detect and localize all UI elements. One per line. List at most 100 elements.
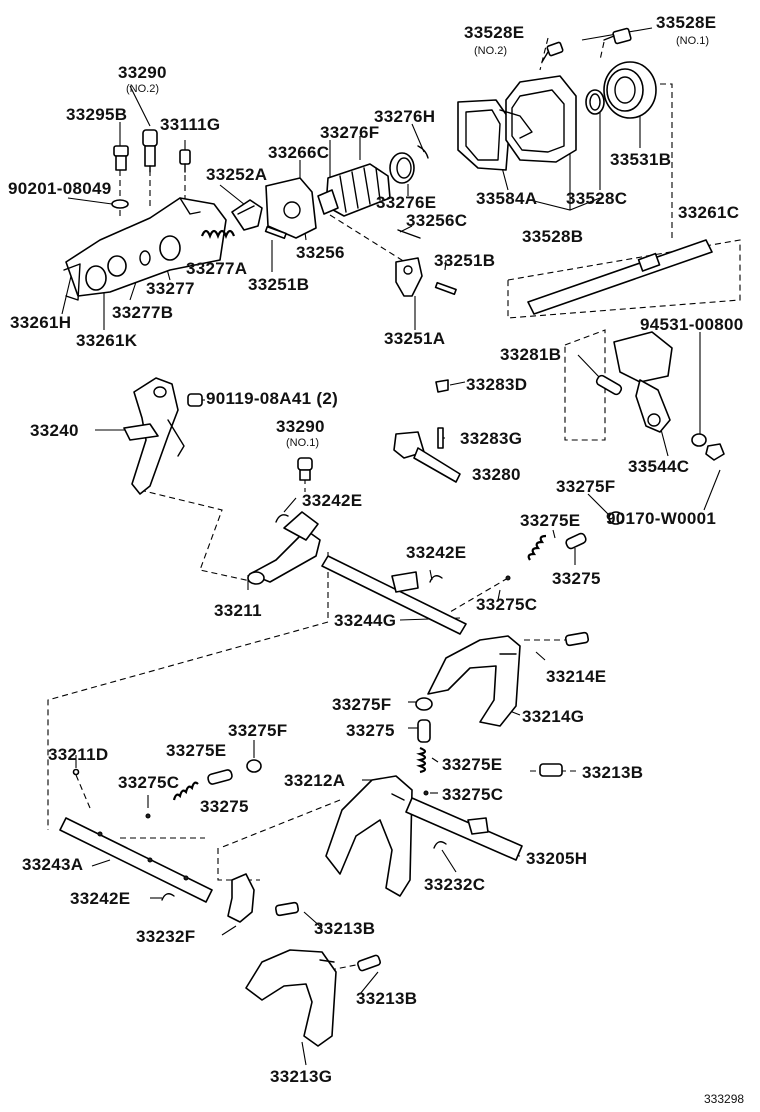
label-33251a: 33251A bbox=[384, 329, 445, 348]
label-33261h: 33261H bbox=[10, 313, 71, 332]
label-33275c-b: 33275C bbox=[118, 773, 179, 792]
diagram-code: 333298 bbox=[704, 1092, 744, 1106]
label-33261c: 33261C bbox=[678, 203, 739, 222]
ball-33275c-a bbox=[505, 575, 511, 581]
plug-33275f-a bbox=[608, 511, 624, 525]
label-33277: 33277 bbox=[146, 279, 195, 298]
clip-33232c bbox=[433, 841, 447, 849]
label-33528b: 33528B bbox=[522, 227, 583, 246]
bolt-33213b-b bbox=[274, 901, 300, 917]
label-33256c: 33256C bbox=[406, 211, 467, 230]
shift-fork-33212a bbox=[325, 775, 413, 897]
bolt-33528e-no1 bbox=[603, 27, 632, 45]
leader-lines bbox=[47, 27, 741, 1066]
label-33232f: 33232F bbox=[136, 927, 195, 946]
label-33214g: 33214G bbox=[522, 707, 584, 726]
label-33240: 33240 bbox=[30, 421, 79, 440]
bushing-33256 bbox=[317, 189, 339, 215]
spring-33277a bbox=[200, 229, 236, 239]
label-33243a: 33243A bbox=[22, 855, 83, 874]
ball-33275c-b bbox=[423, 790, 429, 796]
label-33277a: 33277A bbox=[186, 259, 247, 278]
label-33283d: 33283D bbox=[466, 375, 527, 394]
label-33213b-b: 33213B bbox=[314, 919, 375, 938]
label-33275c-a: 33275C bbox=[476, 595, 537, 614]
label-33242e-a: 33242E bbox=[302, 491, 362, 510]
release-bearing-33531b bbox=[603, 61, 657, 119]
pin-33281b bbox=[595, 374, 623, 396]
pin-33251b-b bbox=[434, 281, 457, 296]
bearing-retainer-33584a bbox=[457, 99, 511, 171]
bolt-90119-08a41 bbox=[187, 393, 203, 407]
label-33275-c: 33275 bbox=[200, 797, 249, 816]
clip-33276h bbox=[417, 145, 429, 159]
label-33251b-a: 33251B bbox=[434, 251, 495, 270]
oil-seal-33528c bbox=[585, 89, 605, 115]
label-33531b: 33531B bbox=[610, 150, 671, 169]
note-33528e-no1: (NO.1) bbox=[676, 35, 709, 47]
label-33256: 33256 bbox=[296, 243, 345, 262]
label-33211: 33211 bbox=[214, 601, 262, 620]
label-33111g: 33111G bbox=[160, 115, 220, 134]
label-33281b: 33281B bbox=[500, 345, 561, 364]
shift-fork-33213g bbox=[245, 949, 337, 1047]
bolt-33295b bbox=[113, 145, 129, 171]
ball-33275c-c bbox=[145, 813, 151, 819]
label-33528c: 33528C bbox=[566, 189, 627, 208]
label-33275f-a: 33275F bbox=[556, 477, 615, 496]
shift-head-33211 bbox=[247, 511, 321, 585]
ball-assembly-33252a bbox=[231, 199, 263, 231]
label-33275-a: 33275 bbox=[552, 569, 601, 588]
pin-33251b-a bbox=[264, 225, 287, 240]
label-94531-00800: 94531-00800 bbox=[640, 315, 744, 334]
label-33275f-c: 33275F bbox=[228, 721, 287, 740]
spring-33275e-b bbox=[416, 746, 427, 774]
washer-94531-00800 bbox=[691, 433, 707, 447]
label-33275-b: 33275 bbox=[346, 721, 395, 740]
shift-shaft-33244g bbox=[321, 555, 467, 635]
bolt-33528e-no2 bbox=[541, 41, 564, 63]
switch-33290-no2 bbox=[142, 129, 158, 173]
label-33276e: 33276E bbox=[376, 193, 436, 212]
label-33277b: 33277B bbox=[112, 303, 173, 322]
spring-33275e-a bbox=[527, 534, 547, 561]
label-33213b-c: 33213B bbox=[356, 989, 417, 1008]
ball-33211d bbox=[72, 768, 80, 776]
shift-shaft-33243a bbox=[59, 817, 213, 903]
spring-33275e-c bbox=[172, 781, 199, 801]
label-33290-no2: 33290 bbox=[118, 63, 167, 82]
label-90201-08049: 90201-08049 bbox=[8, 179, 112, 198]
housing-33266c bbox=[265, 177, 317, 239]
pin-33256c bbox=[397, 229, 421, 239]
label-33275e-c: 33275E bbox=[442, 755, 502, 774]
label-33275c-c: 33275C bbox=[442, 785, 503, 804]
shift-shaft-33261c bbox=[527, 239, 713, 315]
gasket-90201-08049 bbox=[111, 199, 129, 209]
label-33266c: 33266C bbox=[268, 143, 329, 162]
label-33212a: 33212A bbox=[284, 771, 345, 790]
note-33290-no1: (NO.1) bbox=[286, 437, 319, 449]
pin-33275-b bbox=[417, 719, 431, 743]
note-33290-no2: (NO.2) bbox=[126, 83, 159, 95]
label-33211d: 33211D bbox=[48, 745, 108, 764]
label-33232c: 33232C bbox=[424, 875, 485, 894]
clip-33242e-c bbox=[161, 893, 175, 901]
label-33213b-a: 33213B bbox=[582, 763, 643, 782]
switch-33290-no1 bbox=[297, 457, 313, 481]
plug-33283d bbox=[435, 379, 449, 393]
label-33242e-c: 33242E bbox=[70, 889, 130, 908]
shift-lever-housing-33261h bbox=[63, 197, 227, 301]
label-33276f: 33276F bbox=[320, 123, 379, 142]
label-33242e-b: 33242E bbox=[406, 543, 466, 562]
label-33275e-b: 33275E bbox=[166, 741, 226, 760]
bolt-33214e bbox=[564, 631, 590, 647]
nut-90170-w0001 bbox=[705, 443, 725, 461]
label-33244g: 33244G bbox=[334, 611, 396, 630]
bolt-33213b-c bbox=[356, 954, 382, 972]
label-33261k: 33261K bbox=[76, 331, 138, 350]
label-33251b-b: 33251B bbox=[248, 275, 309, 294]
label-90119-08a41: 90119-08A41 (2) bbox=[206, 389, 338, 408]
front-bearing-retainer bbox=[499, 75, 577, 163]
